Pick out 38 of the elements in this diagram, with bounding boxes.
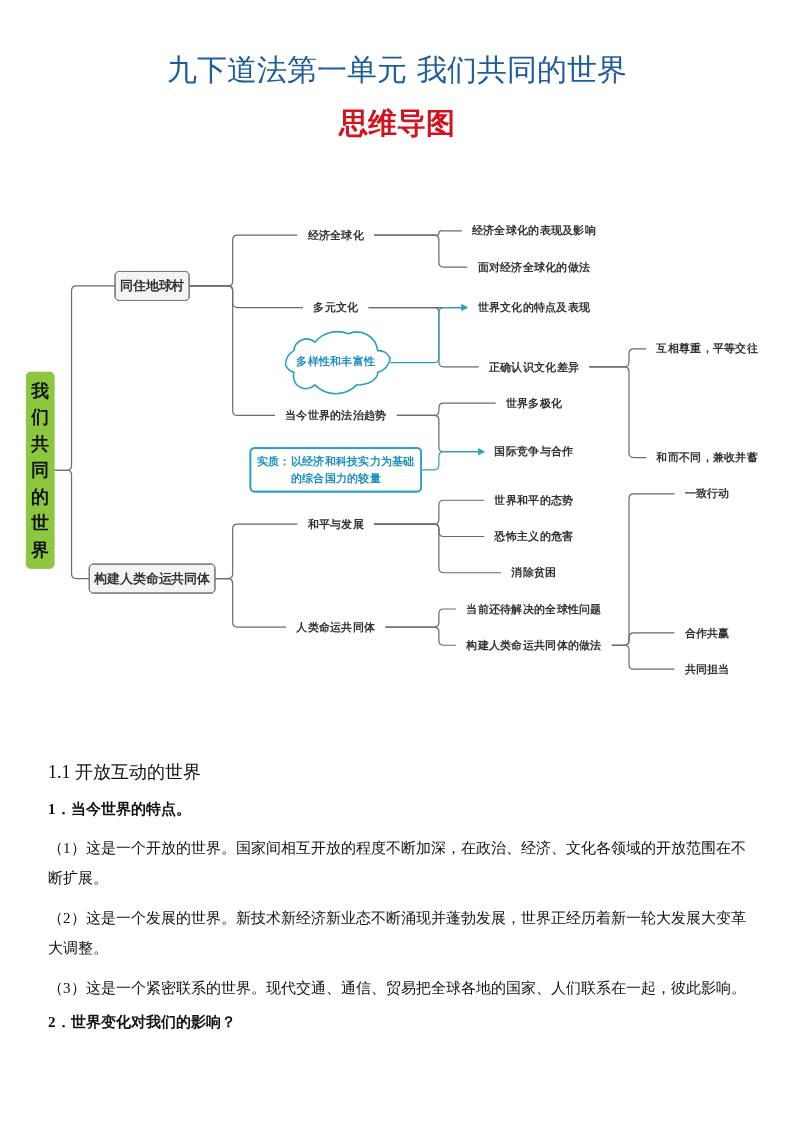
question-heading: 1．当今世界的特点。: [48, 800, 192, 819]
node-text: 消除贫困: [511, 565, 557, 579]
page-title: 九下道法第一单元 我们共同的世界: [166, 51, 628, 89]
connector: [188, 285, 276, 417]
paragraph: （1）这是一个开放的世界。国家间相互开放的程度不断加深，在政治、经济、文化各领域的开放范围在不断扩展。: [48, 839, 747, 888]
node-text: 人类命运共同体: [296, 620, 376, 634]
node-text: 共同担当: [684, 662, 730, 676]
connector: [588, 366, 648, 459]
node-text: 正确认识文化差异: [488, 360, 580, 373]
connector: [214, 577, 288, 628]
node-text: 世界和平的态势: [494, 493, 574, 507]
node-text: 世界文化的特点及表现: [477, 300, 591, 314]
node-text: 经济全球化: [307, 228, 364, 242]
node-text: 世界多极化: [505, 396, 563, 410]
node-text: 多元文化: [313, 300, 359, 314]
question-heading: 2．世界变化对我们的影响？: [48, 1013, 237, 1032]
arrow: [389, 304, 469, 364]
node-text: 恐怖主义的危害: [494, 529, 574, 543]
node-text: 国际竞争与合作: [494, 444, 574, 458]
section-heading: 1.1 开放互动的世界: [48, 761, 202, 784]
node-text: 当今世界的法治趋势: [285, 408, 387, 422]
connector: [384, 626, 458, 646]
connector: [373, 523, 503, 574]
connector: [610, 644, 676, 670]
node-text: 经济全球化的表现及影响: [471, 223, 596, 237]
paragraph: （3）这是一个紧密联系的世界。现代交通、通信、贸易把全球各地的国家、人们联系在一起，彼此影响。: [48, 979, 747, 998]
subtitle: 思维导图: [339, 105, 455, 142]
node-text: 当前还待解决的全球性问题: [466, 602, 602, 616]
node-text: 互相尊重，平等交往: [656, 341, 758, 355]
node-text: 构建人类命运共同体的做法: [466, 638, 602, 652]
connector: [53, 469, 90, 580]
node-text: 和而不同，兼收并蓄: [656, 450, 758, 464]
node-text: 一致行动: [684, 486, 730, 500]
node-text: 面对经济全球化的做法: [477, 260, 591, 274]
node-text: 合作共赢: [684, 626, 730, 639]
connector: [373, 234, 469, 268]
paragraph: （2）这是一个发展的世界。新技术新经济新业态不断涌现并蓬勃发展，世界正经历着新一轮大发展大变革大调整。: [48, 909, 747, 958]
node-text: 和平与发展: [307, 517, 364, 531]
